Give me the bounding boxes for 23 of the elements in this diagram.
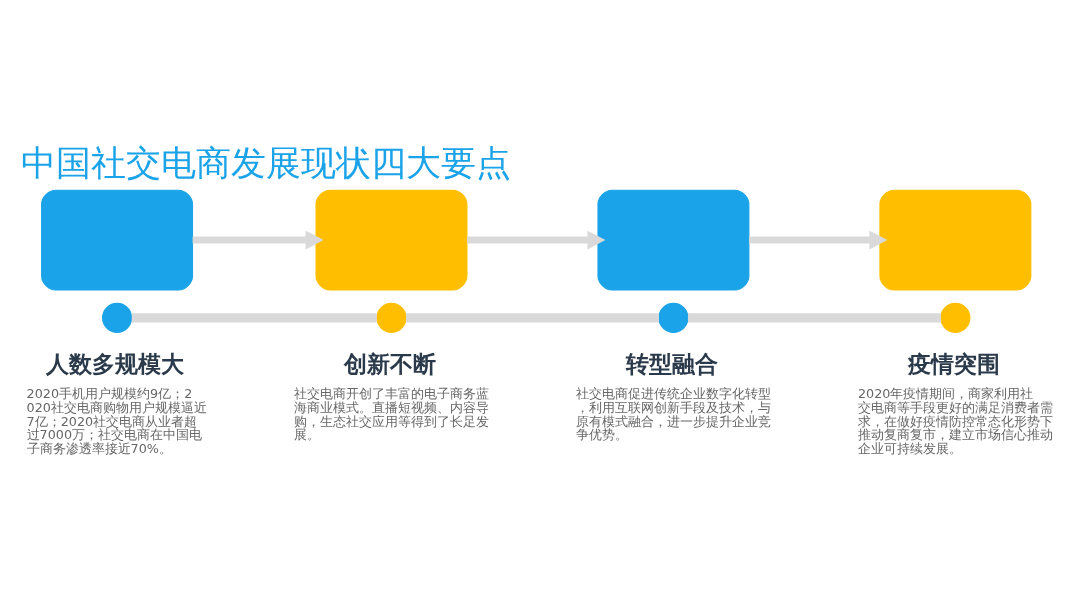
node-label: 社交电商促进传统企业数字化转型，利用互联网创新手段及技术，与原有模式融合，进一步提升企业竞争优势。 — [575, 385, 771, 442]
arrow — [467, 230, 606, 250]
node-box — [597, 189, 750, 291]
node-circle — [376, 302, 407, 333]
node-circle — [940, 302, 971, 333]
node-circle — [102, 302, 133, 333]
node-label: 2020手机用户规模约9亿；2020社交电商购物用户规模逼近7亿；2020社交电商从业者超过7000万；社交电商在中国电子商务渗透率接近70%。 — [26, 385, 207, 456]
node-label: 创新不断 — [344, 349, 437, 377]
node-label: 社交电商开创了丰富的电子商务蓝海商业模式。直播短视频、内容导购，生态社交应用等得到了长足发展。 — [294, 385, 490, 442]
node-label: 疫情突围 — [908, 349, 1001, 377]
connector — [131, 312, 377, 322]
node-box — [315, 189, 468, 291]
connector — [688, 312, 941, 322]
node-circle — [658, 302, 689, 333]
diagram-title: 中国社交电商发展现状四大要点 — [21, 142, 512, 183]
arrow — [749, 230, 888, 250]
node-label: 人数多规模大 — [46, 349, 185, 377]
node-box — [41, 189, 194, 291]
node-label: 转型融合 — [626, 349, 719, 377]
node-box — [879, 189, 1032, 291]
arrow — [192, 230, 324, 249]
node-label: 2020年疫情期间，商家利用社交电商等手段更好的满足消费者需求，在做好疫情防控常态化形势下推动复商复市，建立市场信心推动企业可持续发展。 — [857, 385, 1053, 456]
connector — [406, 312, 659, 322]
